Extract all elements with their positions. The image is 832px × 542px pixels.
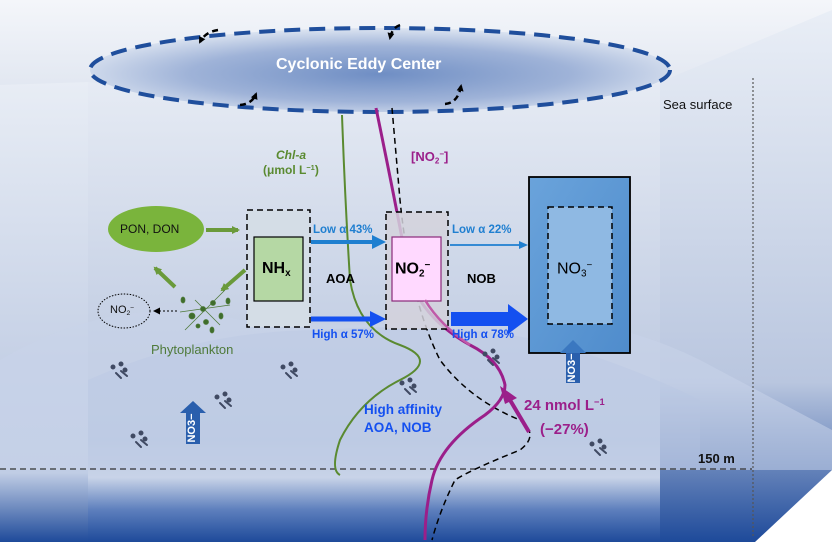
nhx-to-phyto-arrow-icon bbox=[220, 268, 247, 292]
nob-high-alpha-label: High α 78% bbox=[452, 329, 515, 341]
no2-profile-suffix: ] bbox=[444, 149, 449, 164]
no2-small-sup: − bbox=[130, 304, 135, 312]
nob-high-alpha-arrow-shaft bbox=[451, 312, 511, 326]
no2-box-sub: 2 bbox=[419, 268, 425, 280]
nhx-pool-box bbox=[253, 236, 304, 302]
phyto-to-pon-arrow-icon bbox=[153, 266, 177, 289]
no3-inner-pool bbox=[547, 206, 613, 325]
pon-don-node bbox=[108, 206, 204, 252]
nitrite-change-text: 24 nmol L bbox=[524, 397, 595, 415]
microbe-icon bbox=[214, 391, 232, 409]
eddy-boundary bbox=[88, 26, 672, 114]
sea-surface-label: Sea surface bbox=[663, 97, 733, 112]
no2-profile-sub: 2 bbox=[434, 156, 440, 166]
pon-don-label: PON, DON bbox=[120, 222, 180, 236]
eddy-core bbox=[90, 28, 670, 112]
aoa-label: AOA bbox=[326, 271, 355, 286]
rotation-arrow-icon bbox=[239, 92, 258, 107]
nob-low-alpha-label: Low α 22% bbox=[452, 224, 512, 236]
nob-low-alpha-arrow-icon bbox=[519, 241, 528, 249]
microbe-icon bbox=[110, 361, 128, 379]
depth-150m-label: 150 m bbox=[698, 451, 735, 466]
no2-small-sub: 2 bbox=[126, 310, 131, 318]
microbe-icon bbox=[482, 348, 500, 366]
left-side-face bbox=[0, 82, 88, 542]
no2-pool-label: NO2− bbox=[395, 261, 430, 279]
aoa-high-alpha-arrow-icon bbox=[370, 311, 386, 327]
high-affinity-label-line1: High affinity bbox=[364, 402, 442, 417]
nob-label: NOB bbox=[467, 271, 496, 286]
rotation-arrow-icon bbox=[387, 23, 401, 40]
no3-supply-arrow-right-icon bbox=[560, 340, 586, 383]
nitrite-change-value: 24 nmol L−1 bbox=[524, 397, 605, 415]
no3-pool-label: NO3− bbox=[557, 261, 592, 279]
nitrite-change-percent: (−27%) bbox=[540, 421, 589, 438]
aoa-low-alpha-arrow-icon bbox=[372, 235, 386, 249]
no2-box-text: NO bbox=[395, 260, 419, 278]
chl-a-label: Chl-a bbox=[276, 148, 306, 162]
no3-upwelling-arrow-icon bbox=[180, 401, 206, 444]
chl-a-unit-sup: −1 bbox=[306, 163, 315, 172]
aoa-high-alpha-label: High α 57% bbox=[312, 329, 375, 341]
no2-release-label: NO2− bbox=[110, 304, 135, 318]
no2-profile-label: [NO2−] bbox=[411, 150, 448, 165]
nob-high-alpha-arrow-icon bbox=[508, 304, 528, 334]
high-affinity-label-line2: AOA, NOB bbox=[364, 420, 432, 435]
microbe-icon bbox=[280, 361, 298, 379]
phytoplankton-icon bbox=[179, 289, 231, 334]
chl-a-profile-line bbox=[334, 114, 421, 476]
nitrite-change-sup: −1 bbox=[594, 397, 605, 407]
aoa-low-alpha-label: Low α 43% bbox=[313, 224, 373, 236]
no2-box-sup: − bbox=[424, 260, 431, 271]
rotation-arrow-icon bbox=[444, 84, 464, 106]
eddy-title: Cyclonic Eddy Center bbox=[276, 56, 442, 73]
no2-release-node bbox=[97, 293, 151, 329]
nhx-label: NHx bbox=[262, 261, 291, 279]
no2-profile-line-overlap bbox=[423, 299, 471, 347]
microbe-icon bbox=[130, 430, 148, 448]
nhx-sub: x bbox=[285, 267, 291, 279]
nitrite-change-arrow-shaft bbox=[508, 398, 531, 434]
no3-box-sup: − bbox=[586, 260, 593, 271]
phytoplankton-label: Phytoplankton bbox=[151, 342, 234, 357]
rotation-arrow-icon bbox=[198, 28, 219, 44]
no2-profile-text: [NO bbox=[411, 149, 435, 164]
no3-box-text: NO bbox=[557, 260, 581, 278]
chl-a-unit-text: (μmol L bbox=[263, 163, 307, 178]
no2-pool-box bbox=[391, 236, 442, 302]
no2-profile-sup: − bbox=[439, 149, 445, 159]
isopycnal-dome-inner bbox=[88, 327, 700, 470]
microbe-icon bbox=[399, 377, 417, 395]
microbe-icon bbox=[589, 438, 607, 456]
no3-upwelling-label: NO3− bbox=[186, 413, 198, 443]
nitrite-change-arrow-icon bbox=[500, 386, 517, 404]
chl-a-unit-suffix: ) bbox=[314, 163, 319, 178]
no2-small-text: NO bbox=[110, 304, 127, 316]
microbe-clusters bbox=[110, 348, 607, 456]
nhx-text: NH bbox=[262, 260, 286, 277]
no3-box-sub: 3 bbox=[581, 268, 587, 280]
no3-supply-label: NO3− bbox=[566, 353, 578, 383]
chl-a-unit-label: (μmol L−1) bbox=[263, 164, 319, 176]
